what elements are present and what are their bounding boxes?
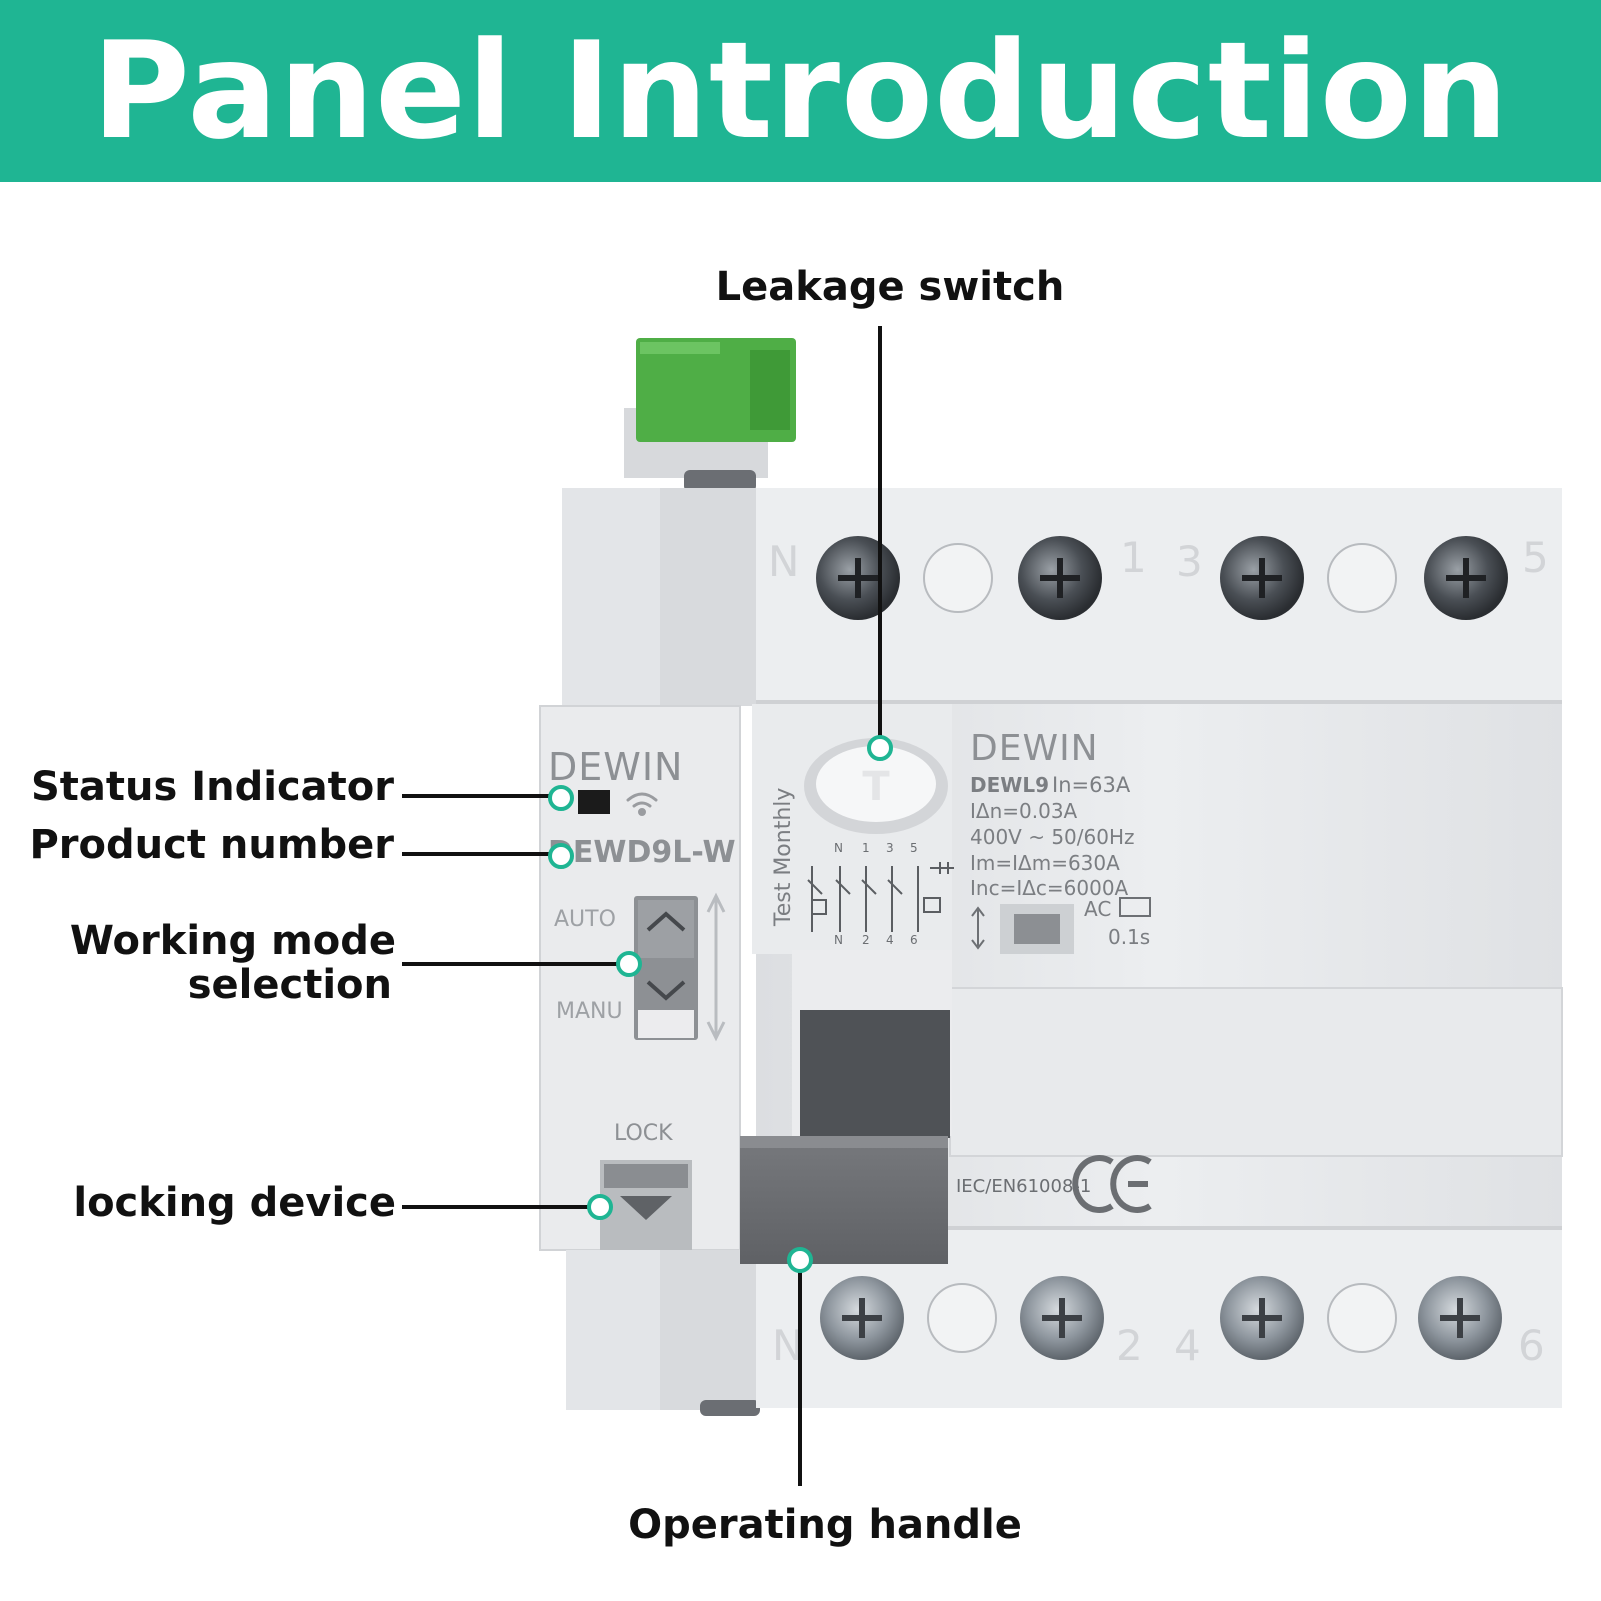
schematic-bottom-n: N [834, 933, 843, 947]
header-banner: Panel Introduction [0, 0, 1601, 182]
module-model-number: DEWD9L-W [548, 835, 736, 870]
mode-auto-label: AUTO [554, 907, 616, 932]
callout-dots [548, 735, 893, 1273]
top-terminals [816, 536, 1508, 620]
rcd-trip-time: 0.1s [1108, 925, 1150, 949]
terminal-top-n: N [768, 537, 799, 586]
rcd-im: Im=IΔm=630A [970, 851, 1120, 875]
callout-working-mode-line2: selection [187, 962, 392, 1008]
page-title: Panel Introduction [91, 13, 1510, 169]
schematic-top-n: N [834, 841, 843, 855]
ac-wave-icon [1119, 897, 1151, 917]
terminal-bottom-4: 4 [1174, 1321, 1201, 1370]
wifi-icon [626, 792, 658, 816]
schematic-bottom-6: 6 [910, 933, 918, 947]
rcd-model: DEWL9 [970, 773, 1049, 797]
bottom-terminals [820, 1276, 1502, 1360]
ce-mark-icon [1072, 1155, 1152, 1213]
callout-leakage-switch: Leakage switch [715, 264, 1065, 310]
terminal-bottom-2: 2 [1116, 1321, 1143, 1370]
rcd-main-housing [752, 488, 1563, 1408]
callout-status-indicator: Status Indicator [31, 764, 394, 810]
rcd-type: AC [1084, 897, 1111, 921]
test-button-label: T [862, 764, 890, 810]
rcd-inc: Inc=IΔc=6000A [970, 876, 1129, 900]
schematic-top-3: 3 [886, 841, 894, 855]
callout-operating-handle: Operating handle [628, 1502, 1022, 1548]
mode-range-arrow-icon [706, 892, 726, 1042]
schematic-top-1: 1 [862, 841, 870, 855]
circuit-schematic [807, 862, 954, 932]
schematic-bottom-4: 4 [886, 933, 894, 947]
rcd-rated-current: In=63A [1052, 773, 1131, 797]
mode-down-arrow-icon [646, 980, 686, 1001]
terminal-top-5: 5 [1522, 533, 1549, 582]
callout-leader-lines [402, 326, 882, 1486]
lock-down-arrow-icon [620, 1196, 672, 1220]
callout-locking-device: locking device [73, 1180, 396, 1226]
callout-working-mode-line1: Working mode [69, 918, 396, 964]
mode-up-arrow-icon [646, 911, 686, 932]
mode-manu-label: MANU [556, 999, 623, 1024]
indicator-window [971, 904, 1074, 954]
schematic-bottom-2: 2 [862, 933, 870, 947]
working-mode-selector[interactable] [634, 892, 726, 1042]
terminal-top-3: 3 [1176, 537, 1203, 586]
lock-label: LOCK [614, 1121, 673, 1146]
green-terminal-block [624, 338, 796, 492]
test-monthly-label: Test Monthly [771, 788, 796, 927]
standard-label: IEC/EN61008-1 [956, 1176, 1091, 1197]
operating-handle[interactable] [740, 950, 952, 1264]
module-brand: DEWIN [548, 745, 683, 789]
terminal-bottom-6: 6 [1518, 1321, 1545, 1370]
rcd-brand: DEWIN [970, 728, 1099, 769]
test-button[interactable] [804, 738, 948, 834]
terminal-top-1: 1 [1120, 533, 1147, 582]
rcd-residual-current: IΔn=0.03A [970, 799, 1078, 823]
callout-product-number: Product number [29, 822, 394, 868]
rcd-voltage: 400V ~ 50/60Hz [970, 825, 1135, 849]
lock-switch[interactable] [600, 1160, 692, 1250]
schematic-top-5: 5 [910, 841, 918, 855]
status-led [578, 790, 610, 814]
